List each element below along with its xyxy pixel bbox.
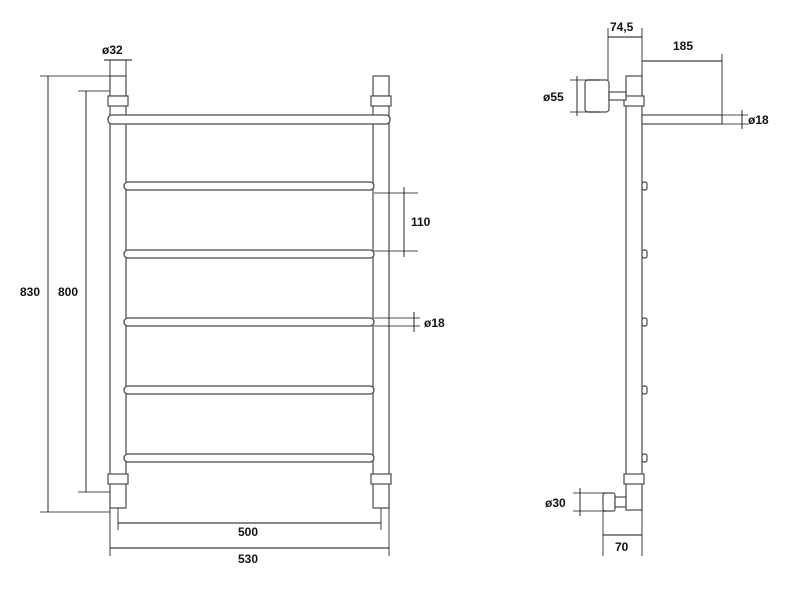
dim-mount-diameter: ø55 [543, 76, 600, 116]
left-bottom-coupling [107, 473, 129, 485]
inlet-rod [614, 496, 627, 508]
dim-bar-spacing: 110 [374, 187, 431, 257]
label-width-total: 530 [238, 552, 258, 566]
shelf-bar [641, 114, 723, 125]
label-height-axis: 800 [58, 285, 78, 299]
left-top-stub [109, 75, 127, 97]
bar-end [641, 249, 648, 259]
dim-width-axis: 500 [117, 508, 382, 539]
side-view: 74,5 185 ø55 ø18 ø30 [543, 20, 769, 556]
label-bar-diameter: ø18 [424, 316, 445, 330]
label-inlet-depth: 70 [615, 540, 629, 554]
horizontal-bar [123, 385, 375, 395]
label-mount-diameter: ø55 [543, 90, 564, 104]
left-top-coupling [107, 95, 129, 107]
dim-height-axis: 800 [58, 90, 110, 493]
front-view: ø32 830 800 110 ø18 [20, 43, 445, 566]
side-bottom-coupling [623, 473, 645, 485]
label-mount-length: 185 [673, 39, 693, 53]
dim-inlet-depth: 70 [602, 510, 643, 556]
inlet-cap [602, 492, 616, 512]
bar-end [641, 453, 648, 463]
right-top-coupling [370, 95, 392, 107]
dim-bar-diameter: ø18 [374, 312, 445, 332]
dim-shelf-diameter: ø18 [722, 110, 769, 129]
bar-end [641, 317, 648, 327]
right-top-stub [372, 75, 390, 97]
wall-mount-rod [608, 91, 627, 101]
horizontal-bars [107, 114, 391, 463]
horizontal-bar [123, 181, 375, 191]
side-top-coupling [623, 95, 645, 107]
dim-height-total: 830 [20, 75, 110, 513]
dim-width-total: 530 [109, 508, 390, 566]
label-inlet-diameter: ø30 [545, 496, 566, 510]
dim-inlet-diameter: ø30 [545, 488, 606, 516]
bar-end [641, 385, 648, 395]
label-bar-spacing: 110 [411, 215, 431, 229]
bar-end [641, 181, 648, 191]
wall-mount-cap [584, 79, 610, 113]
dim-depth-top: 74,5 [607, 20, 643, 80]
left-vertical-pipe [109, 95, 127, 509]
horizontal-bar [123, 249, 375, 259]
label-height-total: 830 [20, 285, 40, 299]
label-pipe-diameter: ø32 [102, 43, 123, 57]
horizontal-bar [107, 114, 391, 125]
horizontal-bar [123, 453, 375, 463]
right-vertical-pipe [372, 95, 390, 509]
label-shelf-diameter: ø18 [748, 113, 769, 127]
side-vertical-pipe [625, 75, 643, 511]
bar-ends [641, 181, 648, 463]
dim-pipe-diameter: ø32 [102, 43, 132, 76]
label-depth-top: 74,5 [610, 20, 634, 34]
horizontal-bar [123, 317, 375, 327]
dim-mount-length: 185 [642, 39, 723, 115]
right-bottom-coupling [370, 473, 392, 485]
label-width-axis: 500 [238, 525, 258, 539]
